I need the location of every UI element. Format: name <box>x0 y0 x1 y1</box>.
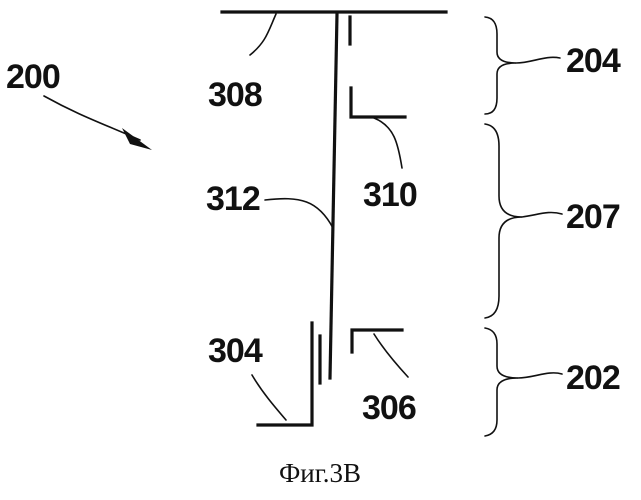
label-304: 304 <box>208 332 263 370</box>
label-312: 312 <box>206 180 260 218</box>
lower-left-bracket-shape <box>258 323 312 425</box>
label-306: 306 <box>362 389 416 427</box>
brace-204 <box>485 17 516 114</box>
label-308: 308 <box>208 76 262 114</box>
leader-207 <box>522 212 562 217</box>
lower-right-bracket-shape <box>352 330 402 352</box>
braces <box>485 17 562 436</box>
label-200: 200 <box>6 58 60 96</box>
leader-312 <box>265 199 333 228</box>
label-202: 202 <box>566 359 620 397</box>
brace-202 <box>485 328 518 436</box>
leader-308 <box>250 14 276 55</box>
brace-207 <box>485 124 522 318</box>
label-207: 207 <box>566 198 620 236</box>
leader-204 <box>516 57 560 63</box>
leader-310 <box>374 118 402 168</box>
leader-202 <box>518 373 562 378</box>
vertical-rod-line <box>330 14 337 378</box>
label-204: 204 <box>566 42 621 80</box>
leader-306 <box>374 334 408 377</box>
arrowhead-200 <box>122 128 152 150</box>
upper-bracket-shape <box>351 88 405 117</box>
label-310: 310 <box>363 176 417 214</box>
figure-caption: Фиг.3B <box>279 458 361 488</box>
leader-304 <box>252 375 286 420</box>
